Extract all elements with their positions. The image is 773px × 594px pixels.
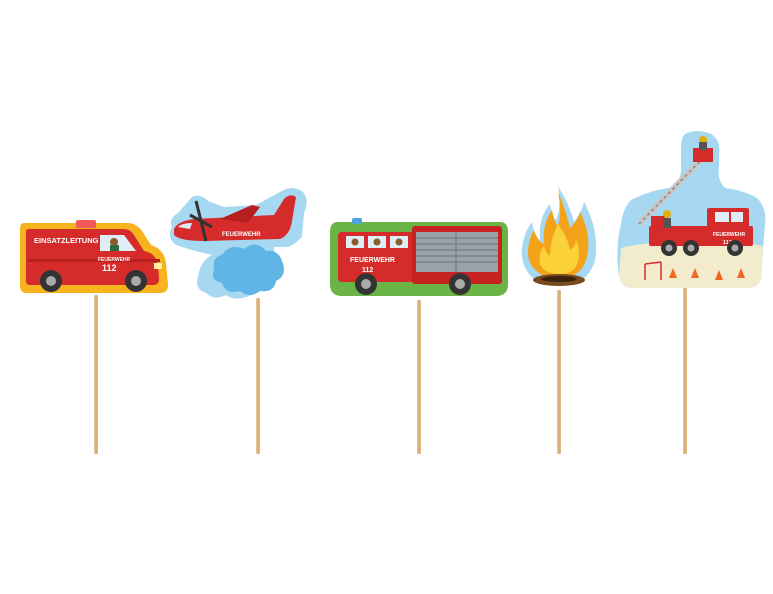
stick-2: [256, 298, 260, 454]
stick-5: [683, 288, 687, 454]
fire-engine-topper: FEUERWEHR 112: [330, 218, 508, 296]
stick-3: [417, 300, 421, 454]
engine-number: 112: [362, 267, 373, 274]
plane-label: FEUERWEHR: [222, 232, 261, 238]
van-label: EINSATZLEITUNG: [34, 236, 99, 245]
water-plane-topper: FEUERWEHR: [169, 188, 307, 299]
ladder-truck-label: FEUERWEHR: [713, 232, 746, 238]
command-van-topper: EINSATZLEITUNG FEUERWEHR 112: [20, 220, 168, 293]
van-number: 112: [102, 263, 117, 273]
campfire-topper: [521, 186, 597, 286]
ladder-truck-number: 112: [723, 240, 732, 246]
stick-1: [94, 295, 98, 454]
engine-label: FEUERWEHR: [350, 257, 395, 264]
van-brand: FEUERWEHR: [98, 257, 131, 263]
stick-4: [557, 290, 561, 454]
ladder-truck-topper: FEUERWEHR 112: [617, 131, 766, 288]
